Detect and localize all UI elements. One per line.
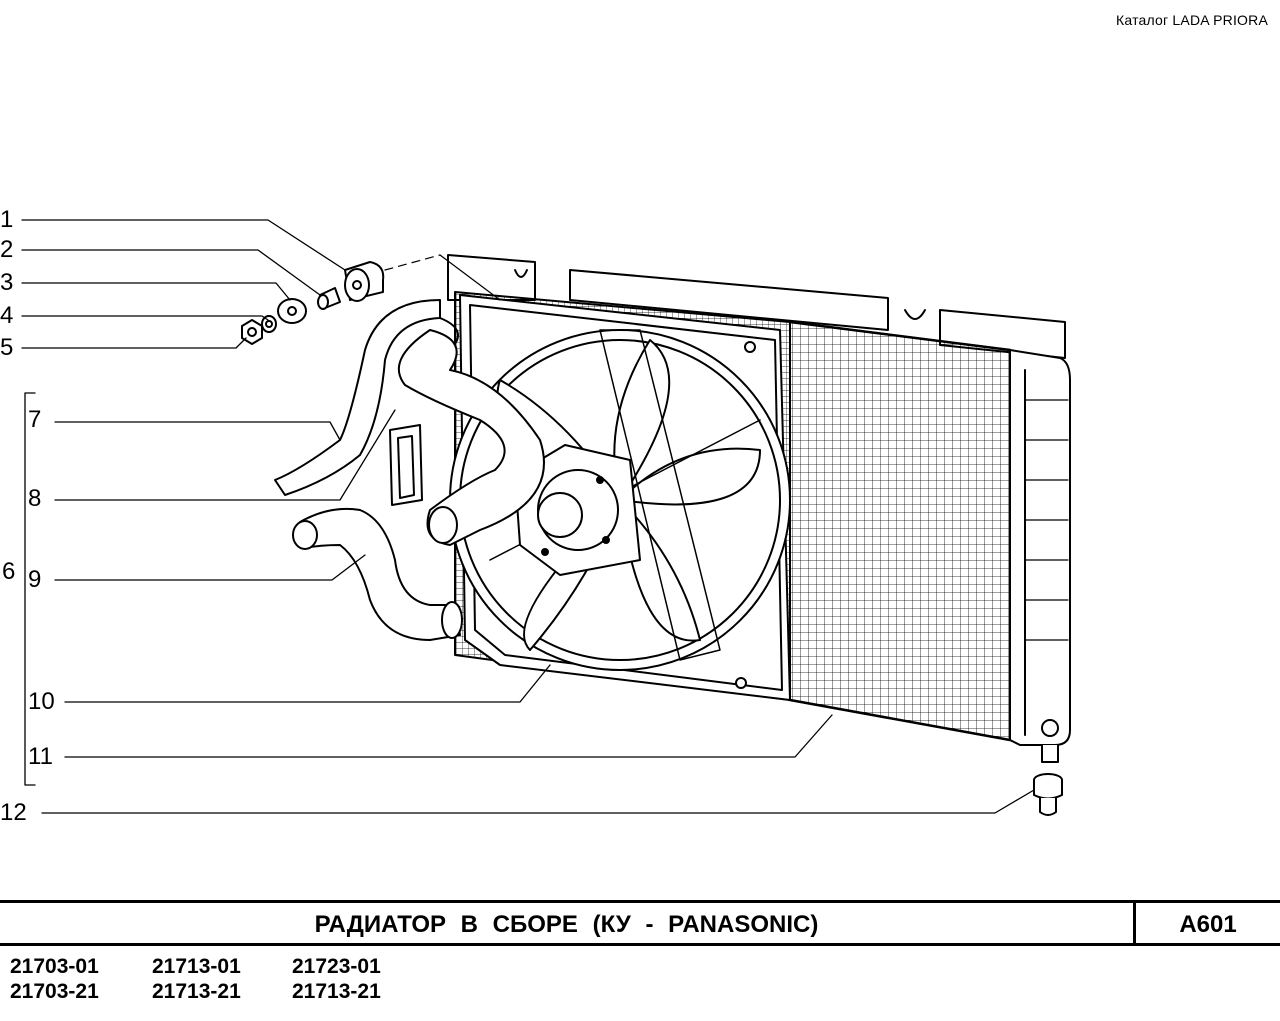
- radiator-right-tank: [1009, 349, 1071, 763]
- radiator-assembly-drawing: [21, 219, 1071, 816]
- callout-10: 10: [28, 688, 55, 715]
- shroud-bolt-top: [744, 341, 756, 353]
- assembly-title: РАДИАТОР В СБОРЕ (КУ - PANASONIC): [314, 911, 819, 938]
- callout-9: 9: [28, 566, 42, 593]
- bushing: [317, 287, 341, 310]
- model-code: 21713-21: [152, 980, 241, 1003]
- callout-8: 8: [28, 485, 42, 512]
- title-bar: РАДИАТОР В СБОРЕ (КУ - PANASONIC) А601: [0, 900, 1280, 946]
- spring-washer: [261, 315, 277, 333]
- rubber-cushion: [344, 261, 385, 302]
- model-code: 21713-21: [292, 980, 381, 1003]
- callout-4: 4: [0, 302, 14, 329]
- model-code: 21713-01: [152, 955, 241, 978]
- callout-6: 6: [2, 558, 16, 585]
- upper-hose: [274, 299, 545, 546]
- callout-12: 12: [0, 799, 27, 826]
- leader-lines: [21, 219, 1035, 814]
- callout-11: 11: [28, 743, 53, 770]
- fan-motor: [514, 444, 641, 576]
- callout-7: 7: [28, 406, 42, 433]
- callout-1: 1: [0, 206, 14, 233]
- lower-hose: [292, 507, 463, 641]
- catalog-header: Каталог LADA PRIORA: [1116, 12, 1268, 28]
- shroud-bolt-bottom: [735, 677, 747, 689]
- assembly-code: А601: [1179, 911, 1237, 938]
- model-code: 21703-01: [10, 955, 99, 978]
- connector: [389, 424, 423, 506]
- title-divider: [1133, 903, 1136, 943]
- nut: [241, 319, 263, 345]
- callout-5: 5: [0, 334, 14, 361]
- callout-3: 3: [0, 269, 14, 296]
- model-code: 21703-21: [10, 980, 99, 1003]
- callout-2: 2: [0, 236, 14, 263]
- drain-plug: [1033, 773, 1063, 816]
- top-mounting-rails: [447, 254, 1066, 359]
- washer: [277, 298, 307, 324]
- model-code: 21723-01: [292, 955, 381, 978]
